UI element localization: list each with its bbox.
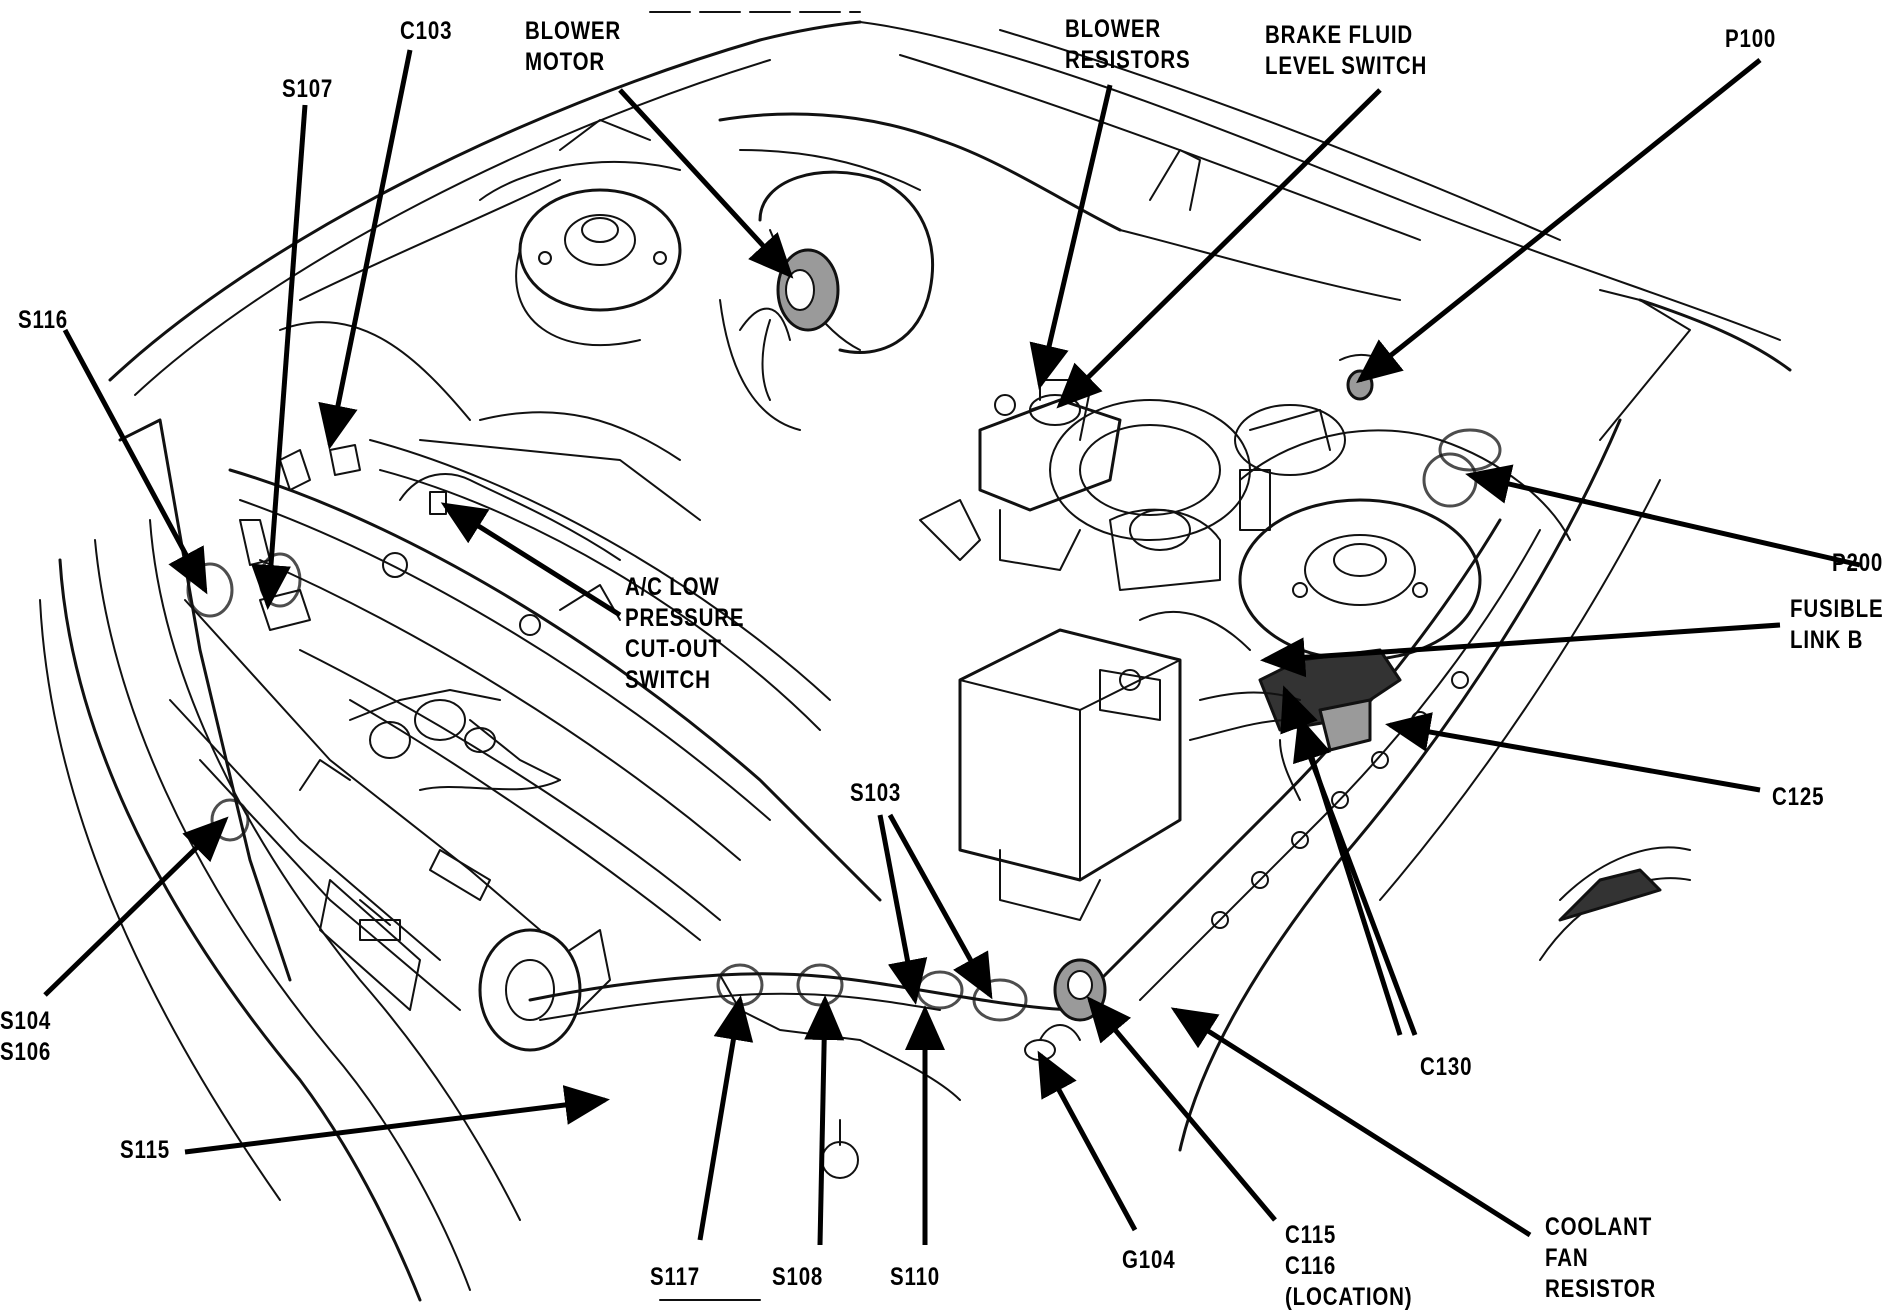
label-g104: G104 — [1122, 1245, 1175, 1276]
label-s117: S117 — [650, 1262, 700, 1293]
label-s108: S108 — [772, 1262, 823, 1293]
leader-brake-fluid — [1056, 88, 1382, 409]
leader-p200 — [1465, 464, 1861, 568]
label-s103: S103 — [850, 778, 901, 809]
leader-s117 — [697, 995, 754, 1241]
label-p200: P200 — [1832, 548, 1883, 579]
label-line: S103 — [850, 779, 902, 807]
label-line: CUT-OUT — [625, 635, 722, 663]
label-line: C125 — [1772, 783, 1825, 811]
leader-c130-b — [1293, 715, 1403, 1036]
label-line: SWITCH — [625, 666, 711, 694]
label-line: BLOWER — [525, 17, 622, 45]
label-s115: S115 — [120, 1135, 170, 1166]
leader-c125 — [1385, 712, 1761, 793]
label-blower-resistors: BLOWER RESISTORS — [1065, 14, 1190, 76]
leader-s107 — [251, 104, 308, 610]
label-line: LEVEL SWITCH — [1265, 52, 1428, 80]
label-brake-fluid-level-switch: BRAKE FLUID LEVEL SWITCH — [1265, 20, 1427, 82]
leader-s104-s106 — [43, 816, 229, 997]
label-line: MOTOR — [525, 48, 606, 76]
leader-blower-resistors — [1029, 84, 1113, 390]
label-line: C116 — [1285, 1252, 1337, 1280]
label-blower-motor: BLOWER MOTOR — [525, 16, 621, 78]
label-line: RESISTORS — [1065, 46, 1191, 74]
label-line: P200 — [1832, 549, 1884, 577]
label-line: BLOWER — [1065, 15, 1162, 43]
label-line: FAN — [1545, 1244, 1589, 1272]
leader-ac-switch — [440, 502, 622, 618]
label-s116: S116 — [18, 305, 68, 336]
label-line: S108 — [772, 1263, 824, 1291]
label-line: A/C LOW — [625, 573, 720, 601]
label-s104-s106: S104 S106 — [0, 1006, 51, 1068]
leader-fusible-link — [1260, 622, 1781, 678]
label-c115-c116-location: C115 C116 (LOCATION) — [1285, 1220, 1412, 1312]
label-line: PRESSURE — [625, 604, 745, 632]
leader-s115 — [184, 1085, 610, 1155]
leader-s116 — [62, 328, 208, 595]
label-s110: S110 — [890, 1262, 940, 1293]
label-s107: S107 — [282, 74, 333, 105]
label-p100: P100 — [1725, 24, 1776, 55]
label-line: P100 — [1725, 25, 1777, 53]
label-line: C130 — [1420, 1053, 1473, 1081]
leader-lines — [43, 49, 1861, 1246]
leader-blower-motor — [618, 88, 794, 279]
leader-g104 — [1037, 1050, 1138, 1232]
leader-c103 — [318, 49, 413, 450]
engine-line-art — [39, 11, 1792, 1302]
label-line: C115 — [1285, 1221, 1337, 1249]
leader-coolant-fan — [1170, 1007, 1532, 1238]
label-line: S116 — [18, 306, 69, 334]
label-line: BRAKE FLUID — [1265, 21, 1413, 49]
label-line: S115 — [120, 1136, 171, 1164]
label-fusible-link-b: FUSIBLE LINK B — [1790, 594, 1883, 656]
leader-s103-b — [877, 814, 928, 1005]
leader-p100 — [1356, 58, 1762, 384]
label-line: S110 — [890, 1263, 941, 1291]
label-line: (LOCATION) — [1285, 1283, 1413, 1311]
label-c125: C125 — [1772, 782, 1824, 813]
label-line: FUSIBLE — [1790, 595, 1884, 623]
leader-c115-c116 — [1086, 996, 1277, 1222]
label-line: S107 — [282, 75, 334, 103]
leader-s103-a — [887, 813, 993, 1000]
label-coolant-fan-resistor: COOLANT FAN RESISTOR — [1545, 1212, 1656, 1305]
label-line: LINK B — [1790, 626, 1864, 654]
label-line: S117 — [650, 1263, 701, 1291]
leader-s108 — [804, 995, 845, 1246]
label-line: RESISTOR — [1545, 1275, 1656, 1303]
label-c103: C103 — [400, 16, 452, 47]
label-line: S104 — [0, 1007, 52, 1035]
label-c130: C130 — [1420, 1052, 1472, 1083]
label-line: COOLANT — [1545, 1213, 1653, 1241]
label-line: C103 — [400, 17, 453, 45]
label-line: S106 — [0, 1038, 52, 1066]
label-line: G104 — [1122, 1246, 1176, 1274]
label-ac-low-pressure-cutout-switch: A/C LOW PRESSURE CUT-OUT SWITCH — [625, 572, 744, 696]
